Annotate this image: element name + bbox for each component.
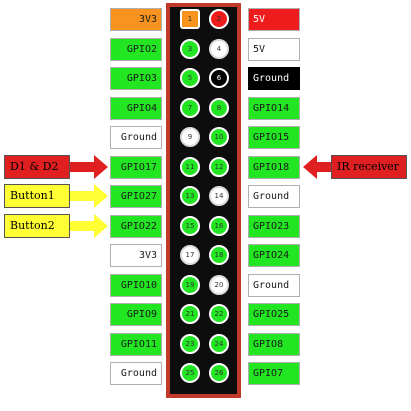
left-header-pin: 25: [180, 363, 200, 383]
right-pin-label: Ground: [248, 67, 300, 90]
right-header-pin: 22: [209, 304, 229, 324]
right-pin-label: GPIO25: [248, 303, 300, 326]
left-pin-label: GPIO10: [110, 273, 162, 297]
right-header-pin: 16: [209, 215, 229, 236]
callout-label: Button2: [4, 213, 70, 238]
right-pin-label: GPIO18: [248, 155, 300, 179]
left-header-pin: 15: [180, 215, 200, 236]
right-pin-label: Ground: [248, 185, 300, 208]
callout-label: D1 & D2: [4, 154, 70, 179]
callout-arrow-head: [303, 154, 317, 179]
left-header-pin: 17: [180, 245, 200, 265]
callout-arrow: Button1: [4, 184, 108, 208]
left-header-pin: 5: [180, 68, 200, 88]
callout-arrow: D1 & D2: [4, 154, 108, 179]
left-pin-label: GPIO11: [110, 332, 162, 356]
right-header-pin: 18: [209, 245, 229, 265]
left-pin-label: GPIO2: [110, 37, 162, 61]
right-header-pin: 10: [209, 127, 229, 147]
right-pin-label: 5V: [248, 8, 300, 31]
right-pin-label: GPIO14: [248, 96, 300, 120]
right-pin-label: GPIO7: [248, 362, 300, 385]
left-pin-label: Ground: [110, 362, 162, 385]
callout-label: Button1: [4, 184, 70, 208]
callout-arrow-head: [94, 213, 108, 238]
left-pin-label: GPIO27: [110, 185, 162, 208]
right-header-pin: 20: [209, 274, 229, 295]
right-header-pin: 8: [209, 97, 229, 118]
left-pin-label: 3V3: [110, 244, 162, 267]
left-header-pin: 19: [180, 274, 200, 295]
left-header-pin: 1: [180, 9, 200, 29]
left-header-pin: 11: [180, 156, 200, 177]
callout-arrow-shaft: [70, 220, 94, 231]
callout-arrow: Button2: [4, 213, 108, 238]
right-pin-label: GPIO8: [248, 332, 300, 356]
callout-arrow-head: [94, 184, 108, 208]
left-pin-label: GPIO3: [110, 67, 162, 90]
right-pin-label: 5V: [248, 37, 300, 61]
callout-arrow: IR receiver: [303, 154, 407, 179]
left-pin-label: GPIO17: [110, 155, 162, 179]
right-header-pin: 26: [209, 363, 229, 383]
callout-arrow-head: [94, 154, 108, 179]
left-pin-label: Ground: [110, 126, 162, 149]
left-header-pin: 23: [180, 333, 200, 354]
left-header-pin: 9: [180, 127, 200, 147]
right-header-pin: 14: [209, 186, 229, 206]
right-header-pin: 4: [209, 38, 229, 59]
left-header-pin: 3: [180, 38, 200, 59]
right-header-pin: 2: [209, 9, 229, 29]
right-header-pin: 6: [209, 68, 229, 88]
callout-arrow-shaft: [70, 161, 94, 172]
right-pin-label: GPIO24: [248, 244, 300, 267]
left-header-pin: 7: [180, 97, 200, 118]
right-pin-label: GPIO15: [248, 126, 300, 149]
left-pin-label: 3V3: [110, 8, 162, 31]
left-header-pin: 21: [180, 304, 200, 324]
callout-arrow-shaft: [70, 191, 94, 201]
left-pin-label: GPIO4: [110, 96, 162, 120]
right-pin-label: GPIO23: [248, 214, 300, 238]
callout-arrow-shaft: [317, 161, 331, 172]
right-pin-label: Ground: [248, 273, 300, 297]
callout-label: IR receiver: [331, 154, 407, 179]
left-header-pin: 13: [180, 186, 200, 206]
right-header-pin: 24: [209, 333, 229, 354]
left-pin-label: GPIO22: [110, 214, 162, 238]
left-pin-label: GPIO9: [110, 303, 162, 326]
right-header-pin: 12: [209, 156, 229, 177]
